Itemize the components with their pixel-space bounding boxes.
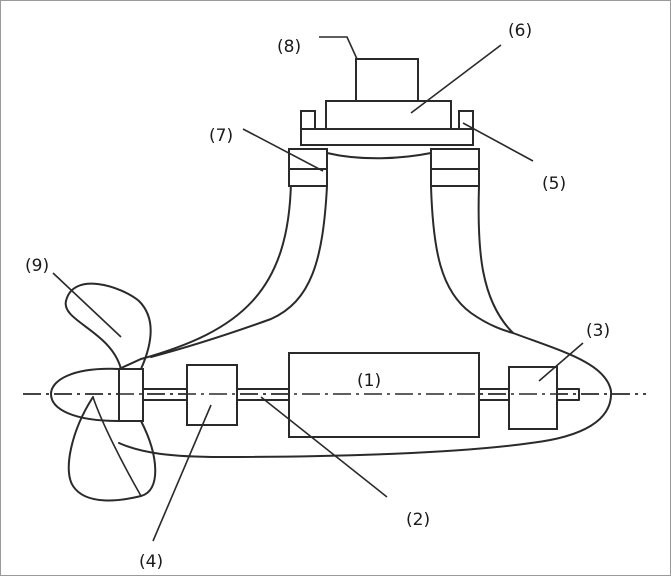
seal-block-left [288, 148, 328, 187]
leader-4 [152, 404, 212, 542]
label-steering-motor: (8) [277, 37, 301, 57]
slip-ring-right [458, 110, 474, 130]
electric-motor [288, 352, 480, 438]
label-propeller: (9) [25, 256, 49, 276]
leader-7 [242, 128, 324, 172]
leader-5 [462, 122, 534, 162]
forward-bearing [186, 364, 238, 426]
seal-block-right [430, 148, 480, 187]
strut-inner-right [430, 185, 514, 334]
label-aft-bearing: (3) [586, 321, 610, 341]
strut-inner-left [150, 185, 328, 358]
label-seal: (7) [209, 126, 233, 146]
propeller-blade-top [64, 282, 152, 370]
leader-2 [260, 396, 388, 498]
steering-motor [355, 58, 419, 102]
label-shaft: (2) [406, 510, 430, 530]
label-forward-bearing: (4) [139, 552, 163, 572]
leader-9 [52, 272, 122, 338]
slewing-unit [325, 100, 452, 130]
label-slewing-unit: (6) [508, 21, 532, 41]
leader-6 [410, 44, 502, 114]
leader-8 [319, 36, 358, 60]
bearing-plate [300, 128, 474, 146]
aft-bearing [508, 366, 558, 430]
propeller-hub [118, 368, 144, 422]
slip-ring-left [300, 110, 316, 130]
label-motor: (1) [357, 371, 381, 391]
strut-outline [118, 148, 613, 459]
propeller-blade-edge [92, 396, 142, 497]
leader-3 [538, 342, 584, 382]
flange-neck [326, 152, 432, 160]
label-slip-ring: (5) [542, 174, 566, 194]
pod-nose [49, 367, 120, 422]
propeller-blade-bottom [67, 396, 157, 502]
